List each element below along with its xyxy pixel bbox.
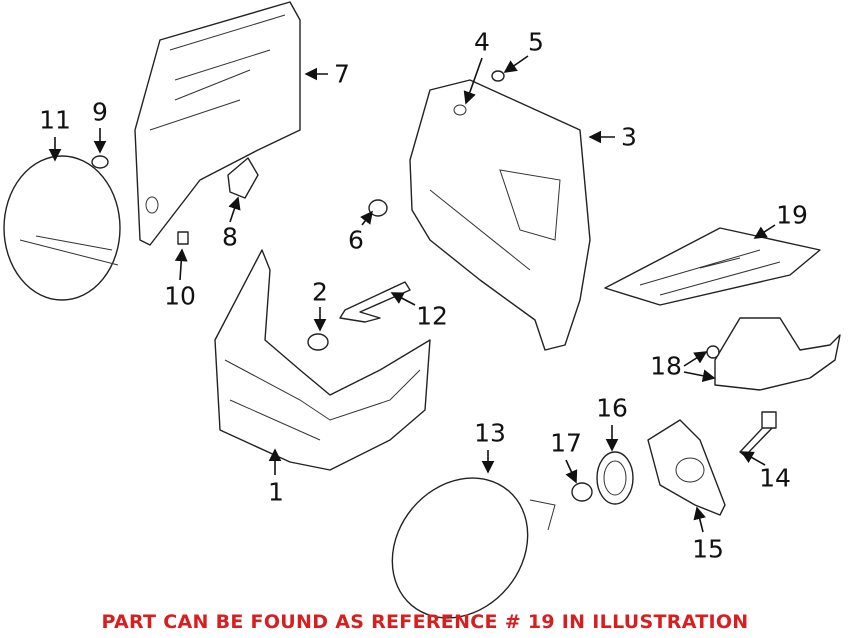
hook-part-12: [339, 281, 411, 323]
callout-11: 11: [39, 105, 71, 135]
callout-19: 19: [776, 200, 808, 230]
bracket-part-8: [227, 157, 259, 199]
callout-18: 18: [650, 351, 682, 381]
callout-4: 4: [474, 27, 490, 57]
clip-part-5: [491, 70, 505, 82]
leader-lines: [48, 55, 776, 533]
side-trim-panel-part-3: [409, 79, 591, 351]
callout-16: 16: [596, 393, 628, 423]
reference-caption: PART CAN BE FOUND AS REFERENCE # 19 IN I…: [101, 611, 749, 633]
clip-part-6: [368, 199, 388, 217]
callout-17: 17: [550, 428, 582, 458]
callout-10: 10: [164, 281, 196, 311]
nut-part-17: [571, 482, 593, 502]
callout-14: 14: [759, 463, 791, 493]
trunk-trim-part-1: [214, 249, 431, 471]
callout-13: 13: [474, 418, 506, 448]
clip-part-9: [91, 155, 109, 169]
callout-8: 8: [222, 222, 238, 252]
callout-12: 12: [416, 301, 448, 331]
callout-5: 5: [528, 27, 544, 57]
ring-part-16: [596, 451, 634, 505]
spare-tire-cover-part-11: [3, 155, 121, 301]
callout-3: 3: [621, 122, 637, 152]
clip-part-10: [177, 231, 189, 245]
holder-part-15: [647, 419, 726, 516]
callout-15: 15: [692, 534, 724, 564]
bolt-part-14: [739, 411, 777, 457]
jack-part-18: [706, 317, 841, 391]
side-trim-panel-part-7: [134, 1, 301, 246]
callout-1: 1: [268, 477, 284, 507]
callout-7: 7: [334, 59, 350, 89]
callout-2: 2: [312, 277, 328, 307]
tool-kit-part-19: [604, 227, 821, 306]
clip-part-2: [307, 333, 329, 351]
spare-tire-part-13: [391, 477, 556, 619]
callout-9: 9: [92, 97, 108, 127]
callout-6: 6: [348, 225, 364, 255]
